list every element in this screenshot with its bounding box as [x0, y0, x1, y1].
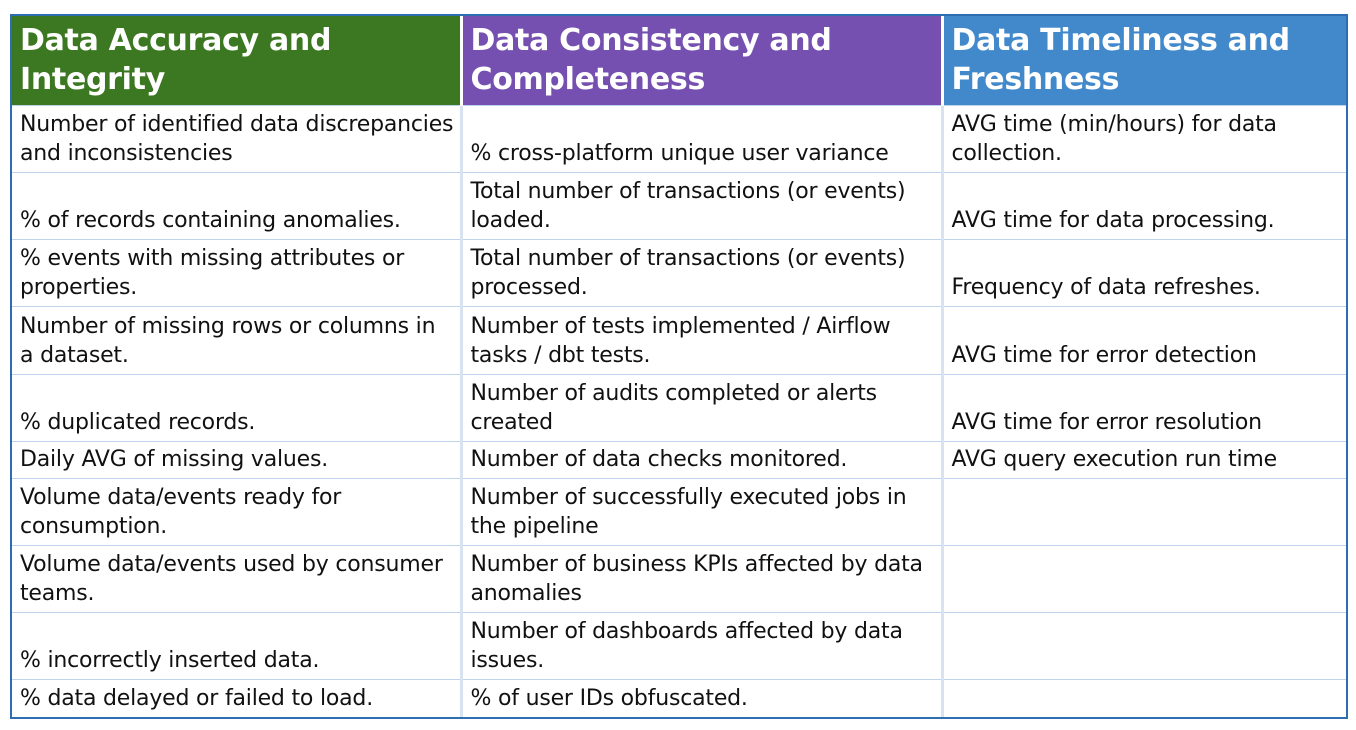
table-row: Number of missing rows or columns in a d… [12, 306, 1346, 375]
table-row: % duplicated records. Number of audits c… [12, 373, 1346, 442]
table-cell [940, 679, 1346, 717]
table-row: Volume data/events ready for consumption… [12, 477, 1346, 546]
table-cell: Total number of transactions (or events)… [459, 239, 942, 307]
metrics-table-container: Data Accuracy and Integrity Data Consist… [10, 14, 1348, 719]
table-cell: % events with missing attributes or prop… [12, 239, 461, 307]
table-cell: Number of business KPIs affected by data… [459, 545, 942, 613]
table-cell: Volume data/events ready for consumption… [12, 477, 461, 546]
table-row: Number of identified data discrepancies … [12, 104, 1346, 173]
table-cell: AVG time for error detection [940, 306, 1346, 375]
header-timeliness-freshness: Data Timeliness and Freshness [940, 16, 1346, 106]
table-cell: Number of successfully executed jobs in … [459, 477, 942, 546]
table-cell: Number of audits completed or alerts cre… [459, 373, 942, 442]
table-cell: Number of data checks monitored. [459, 440, 942, 479]
table-cell: Daily AVG of missing values. [12, 440, 461, 479]
table-row: % incorrectly inserted data. Number of d… [12, 612, 1346, 680]
table-cell: Number of dashboards affected by data is… [459, 612, 942, 680]
table-cell: % duplicated records. [12, 373, 461, 442]
table-cell: AVG time for error resolution [940, 373, 1346, 442]
table-cell: % of user IDs obfuscated. [459, 679, 942, 717]
data-quality-metrics-table: Data Accuracy and Integrity Data Consist… [12, 16, 1346, 717]
table-cell: Total number of transactions (or events)… [459, 172, 942, 240]
table-cell [940, 612, 1346, 680]
table-cell: Number of tests implemented / Airflow ta… [459, 306, 942, 375]
header-row: Data Accuracy and Integrity Data Consist… [12, 16, 1346, 106]
table-cell: Number of identified data discrepancies … [12, 104, 461, 173]
table-cell: % of records containing anomalies. [12, 172, 461, 240]
table-cell: AVG time for data processing. [940, 172, 1346, 240]
table-cell [940, 477, 1346, 546]
table-row: % of records containing anomalies. Total… [12, 172, 1346, 240]
table-row: % data delayed or failed to load. % of u… [12, 679, 1346, 717]
table-cell: % data delayed or failed to load. [12, 679, 461, 717]
header-accuracy-integrity: Data Accuracy and Integrity [12, 16, 461, 106]
table-cell: Number of missing rows or columns in a d… [12, 306, 461, 375]
table-cell: Volume data/events used by consumer team… [12, 545, 461, 613]
table-row: Daily AVG of missing values. Number of d… [12, 440, 1346, 479]
table-cell: % incorrectly inserted data. [12, 612, 461, 680]
table-cell: Frequency of data refreshes. [940, 239, 1346, 307]
header-consistency-completeness: Data Consistency and Completeness [459, 16, 942, 106]
table-cell: % cross-platform unique user variance [459, 104, 942, 173]
table-row: Volume data/events used by consumer team… [12, 545, 1346, 613]
table-cell [940, 545, 1346, 613]
table-row: % events with missing attributes or prop… [12, 239, 1346, 307]
table-cell: AVG query execution run time [940, 440, 1346, 479]
table-cell: AVG time (min/hours) for data collection… [940, 104, 1346, 173]
